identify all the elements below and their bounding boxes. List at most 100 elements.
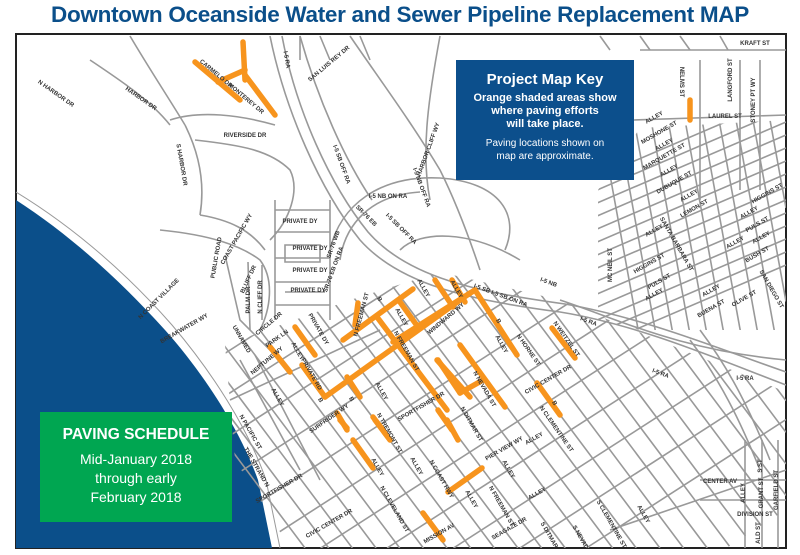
street-label: KRAFT ST: [740, 41, 770, 47]
paving-segment: [472, 287, 520, 358]
street-label: MC NEIL ST: [608, 248, 614, 282]
paving-segment: [352, 300, 361, 328]
shoreline: [16, 191, 281, 548]
street: [598, 186, 786, 272]
street: [689, 339, 761, 471]
street-label: I-5 RA: [579, 316, 598, 328]
street-label: B: [494, 318, 502, 325]
street: [598, 251, 786, 330]
street: [598, 238, 786, 324]
street: [321, 272, 708, 548]
street: [439, 272, 786, 496]
street: [129, 35, 186, 126]
street: [225, 272, 353, 548]
paving-segment: [344, 374, 363, 400]
paving-segment: [299, 362, 328, 400]
paving-segment: [549, 325, 578, 361]
street-label: B: [375, 296, 383, 303]
street: [224, 254, 271, 351]
key-note-line: map are approximate.: [496, 151, 594, 162]
street-label: NELMS ST: [678, 67, 684, 98]
street: [349, 35, 481, 271]
street: [297, 272, 685, 548]
street: [453, 333, 786, 548]
paving-segment: [372, 417, 393, 443]
paving-segment: [432, 277, 456, 310]
schedule-line: Mid-January 2018: [79, 451, 193, 467]
street: [425, 35, 441, 201]
key-body-line: where paving efforts: [491, 105, 599, 117]
street: [225, 272, 786, 548]
street: [718, 120, 760, 330]
street-label: GARFIELD ST: [774, 470, 780, 510]
downtown-street-grid: [225, 272, 786, 548]
street: [585, 418, 786, 548]
street-label: PRIVATE DY: [292, 268, 327, 274]
street: [598, 160, 786, 246]
street: [225, 272, 401, 548]
street-label: GRANT ST: [759, 477, 765, 508]
paving-segment: [390, 287, 478, 345]
street: [598, 199, 786, 285]
paving-segment: [457, 342, 508, 410]
street: [599, 35, 729, 51]
street: [273, 272, 661, 548]
key-heading: Project Map Key: [486, 71, 604, 88]
paving-segment: [242, 72, 278, 118]
street-label: RIVERSIDE DR: [224, 133, 267, 139]
paving-segment: [434, 357, 473, 400]
street-label: PRIVATE DY: [290, 288, 325, 294]
street-label: I-5 NB ON RA: [369, 194, 408, 200]
street: [299, 35, 373, 201]
street: [519, 376, 786, 548]
page-title: Downtown Oceanside Water and Sewer Pipel…: [51, 2, 749, 27]
street: [598, 173, 786, 259]
street: [194, 139, 295, 241]
street-label: I-5 RA: [651, 368, 670, 380]
schedule-line: through early: [95, 470, 177, 486]
street: [89, 59, 171, 126]
street-label: PRIVATE DY: [282, 219, 317, 225]
street: [275, 209, 330, 306]
street: [650, 120, 692, 330]
street: [274, 200, 331, 320]
northeast-street-grid: [598, 120, 786, 330]
street: [339, 191, 421, 261]
paving-segments: [192, 39, 693, 543]
street: [598, 134, 786, 220]
key-note-line: Paving locations shown on: [485, 138, 605, 149]
paving-segment: [445, 465, 485, 495]
street-label: B: [347, 396, 355, 403]
street: [225, 272, 377, 548]
paving-segment: [215, 67, 248, 85]
street-label: I-5 RA: [282, 51, 291, 70]
street: [598, 212, 786, 298]
street: [225, 272, 777, 548]
schedule-heading: PAVING SCHEDULE: [62, 426, 210, 443]
street-label: ALLEY: [741, 483, 747, 503]
street-label: DIVISION ST: [737, 512, 773, 518]
street: [399, 235, 521, 261]
paving-segment: [420, 510, 446, 543]
street: [699, 329, 771, 461]
street: [462, 272, 786, 465]
street: [598, 225, 786, 311]
street-label: I-5 NB: [539, 277, 558, 289]
street-label: I-5 RA: [736, 376, 754, 382]
street: [598, 264, 786, 330]
key-body-line: will take place.: [506, 118, 584, 130]
street: [598, 147, 786, 233]
street: [184, 124, 203, 216]
street-label: B: [550, 400, 558, 407]
street: [247, 261, 251, 331]
key-body-line: Orange shaded areas show: [473, 92, 617, 104]
street: [226, 272, 614, 548]
street: [559, 299, 786, 361]
street: [225, 272, 330, 548]
street-label: S ST: [758, 459, 764, 473]
street: [752, 120, 786, 302]
street-label: PRIVATE DY: [292, 246, 327, 252]
street: [701, 120, 743, 330]
key-note: Paving locations shown on map are approx…: [456, 137, 634, 163]
street-label: B: [316, 397, 324, 404]
